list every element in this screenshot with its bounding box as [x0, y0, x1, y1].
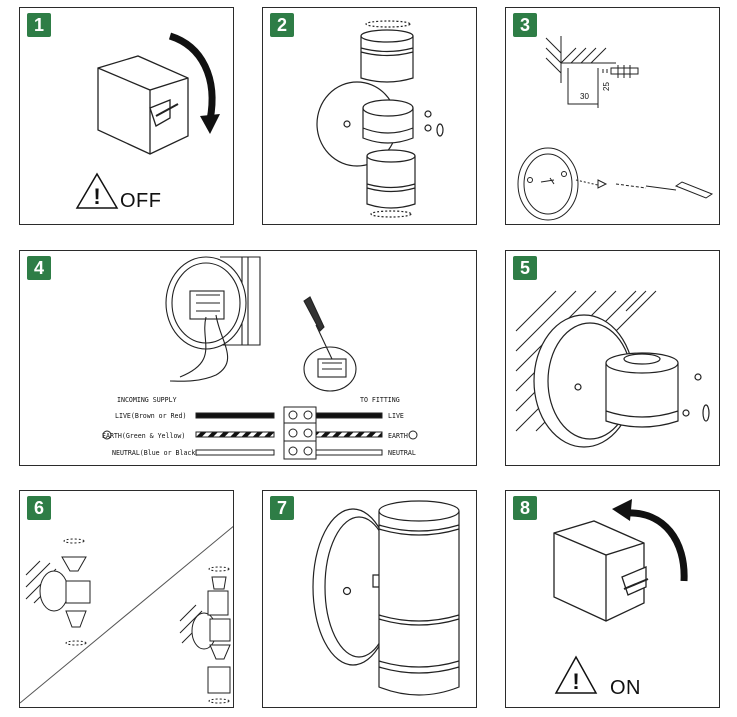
- switch-off-illustration: !: [75, 32, 220, 209]
- dim-horizontal: 30: [580, 92, 589, 101]
- live-in-label: LIVE(Brown or Red): [115, 412, 187, 420]
- step-6-badge: 6: [27, 496, 51, 520]
- step-1-badge: 1: [27, 13, 51, 37]
- neutral-out-label: NEUTRAL: [388, 449, 416, 457]
- neutral-in-label: NEUTRAL(Blue or Black): [112, 449, 200, 457]
- live-out-label: LIVE: [388, 412, 404, 420]
- step-7-panel: 7: [262, 490, 477, 708]
- step-8-panel: 8 ! ON: [505, 490, 720, 708]
- step-8-badge: 8: [513, 496, 537, 520]
- assembled-fitting-illustration: [312, 500, 460, 696]
- step-4-badge: 4: [27, 256, 51, 280]
- step-3-panel: 3 30 25: [505, 7, 720, 225]
- step-7-badge: 7: [270, 496, 294, 520]
- wiring-illustration: [165, 256, 357, 392]
- warning-icon: !: [75, 172, 119, 209]
- dim-vertical: 25: [601, 82, 611, 91]
- to-fitting-label: TO FITTING: [360, 396, 400, 404]
- switch-on-illustration: !: [553, 499, 688, 694]
- svg-text:!: !: [572, 669, 579, 694]
- step-1-panel: 1 ! OFF: [19, 7, 234, 225]
- step-5-badge: 5: [513, 256, 537, 280]
- incoming-supply-label: INCOMING SUPPLY: [117, 396, 177, 404]
- on-label: ON: [610, 677, 641, 699]
- mounting-illustration: [517, 36, 714, 221]
- step-4-panel: 4 INCOMING SUPPLY TO FITTING LIVE(Brown …: [19, 250, 477, 466]
- step-2-badge: 2: [270, 13, 294, 37]
- step-3-badge: 3: [513, 13, 537, 37]
- off-label: OFF: [120, 190, 162, 212]
- step-2-panel: 2: [262, 7, 477, 225]
- svg-text:!: !: [93, 184, 100, 209]
- disassemble-illustration: [316, 20, 444, 218]
- earth-out-label: EARTH: [388, 432, 408, 440]
- terminal-block: [102, 406, 418, 460]
- step-6-panel: 6: [19, 490, 234, 708]
- mount-fitting-illustration: [515, 290, 710, 448]
- warning-icon: !: [554, 655, 598, 694]
- earth-in-label: EARTH(Green & Yellow): [102, 432, 186, 440]
- step-5-panel: 5: [505, 250, 720, 466]
- install-lamps-illustration: [20, 526, 233, 704]
